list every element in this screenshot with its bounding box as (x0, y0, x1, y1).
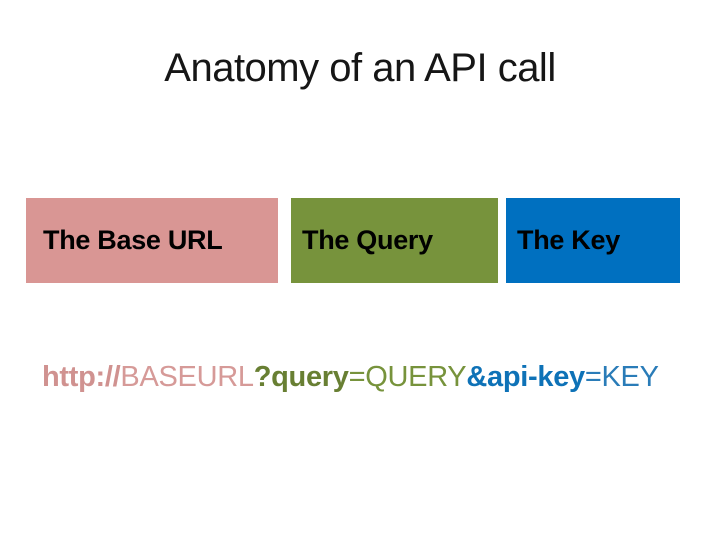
url-segment-query-value: =QUERY (348, 361, 467, 393)
slide-title: Anatomy of an API call (164, 46, 556, 90)
url-segment-query-param: ?query (253, 361, 349, 393)
query-box-label: The Query (302, 225, 433, 255)
url-segment-baseurl: BASEURL (120, 361, 254, 393)
api-url-example: http://BASEURL?query=QUERY&api-key=KEY (42, 358, 659, 396)
query-box: The Query (291, 198, 498, 283)
key-box: The Key (506, 198, 680, 283)
concept-boxes-row: The Base URL The Query The Key (0, 198, 720, 283)
key-box-label: The Key (517, 225, 620, 255)
url-segment-key-value: =KEY (584, 361, 659, 393)
url-segment-apikey-param: &api-key (466, 361, 585, 393)
base-url-box-label: The Base URL (43, 225, 223, 255)
base-url-box: The Base URL (26, 198, 278, 283)
url-segment-protocol: http:// (42, 361, 121, 393)
